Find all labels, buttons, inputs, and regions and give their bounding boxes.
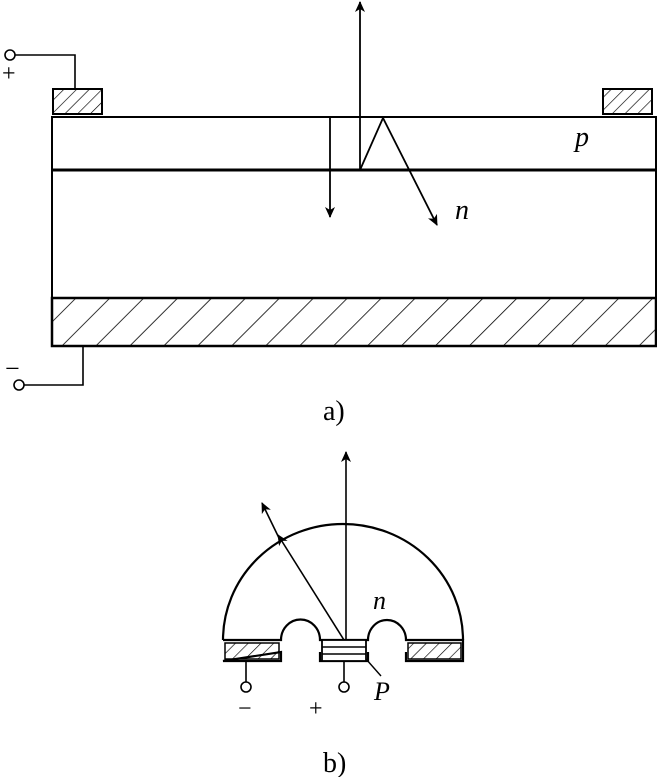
ray-oblique-inside [277, 534, 345, 641]
dome-outline [221, 522, 465, 641]
n-layer [51, 169, 657, 299]
figure-b: n P − + b) [221, 451, 465, 777]
minus-sign: − [5, 354, 20, 383]
center-chip [321, 639, 367, 662]
ray-oblique-outside [261, 502, 280, 539]
top-right-contact [602, 88, 653, 115]
positive-terminal-b [338, 681, 350, 693]
plus-sign-b: + [309, 696, 323, 722]
positive-wire [15, 54, 76, 89]
plus-sign: + [2, 61, 16, 87]
top-left-contact [52, 88, 103, 115]
positive-terminal [4, 49, 16, 61]
p-region-label-b: P [373, 677, 390, 706]
figure-a: p n + − a) [2, 1, 657, 427]
negative-terminal-b [240, 681, 252, 693]
bottom-contact [50, 296, 657, 348]
negative-wire [24, 346, 84, 386]
p-region-label: p [573, 122, 589, 153]
minus-sign-b: − [238, 696, 252, 722]
p-layer [51, 116, 657, 171]
right-electrode [407, 642, 462, 660]
caption-a: a) [323, 396, 345, 427]
p-leader-line [365, 658, 382, 677]
caption-b: b) [323, 748, 346, 777]
n-region-label-b: n [373, 586, 386, 615]
n-region-label: n [455, 195, 469, 226]
left-electrode [224, 642, 280, 660]
ray-reflected-arrow [359, 115, 438, 226]
